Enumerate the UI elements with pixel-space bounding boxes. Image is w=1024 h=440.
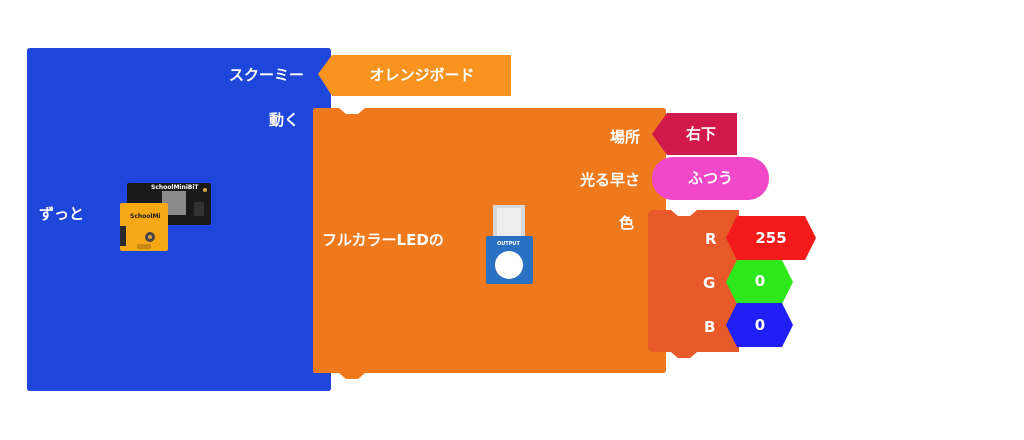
b-value[interactable]: 0	[754, 316, 766, 334]
place-selector-shape[interactable]	[652, 113, 737, 155]
led-module-text: OUTPUT	[497, 241, 520, 247]
board-selector-value[interactable]: オレンジボード	[369, 66, 475, 84]
schoolmini-board-image	[120, 183, 211, 251]
r-value-hexagon[interactable]	[726, 216, 816, 260]
color-label: 色	[618, 214, 634, 232]
rgb-block-shape[interactable]	[648, 210, 739, 358]
g-value[interactable]: 0	[754, 272, 766, 290]
b-value-hexagon[interactable]	[726, 303, 793, 347]
speed-label: 光る早さ	[579, 171, 640, 189]
scratch-label: スクーミー	[228, 66, 304, 84]
place-label: 場所	[609, 128, 640, 146]
move-label: 動く	[268, 111, 299, 129]
b-label: B	[704, 318, 716, 336]
speed-selector-value[interactable]: ふつう	[687, 169, 733, 187]
led-block-label: フルカラーLEDの	[322, 231, 444, 249]
board-bottom-text: SchoolMi	[130, 213, 161, 220]
place-selector-value[interactable]: 右下	[685, 125, 716, 143]
led-module-image	[486, 205, 533, 284]
speed-selector-shape[interactable]	[652, 157, 769, 200]
board-top-text: SchoolMiniBiT	[151, 184, 199, 191]
g-label: G	[703, 274, 716, 292]
r-value[interactable]: 255	[755, 229, 787, 247]
g-value-hexagon[interactable]	[726, 260, 793, 304]
board-selector-shape[interactable]	[318, 55, 511, 96]
r-label: R	[705, 230, 717, 248]
forever-label: ずっと	[39, 205, 85, 223]
